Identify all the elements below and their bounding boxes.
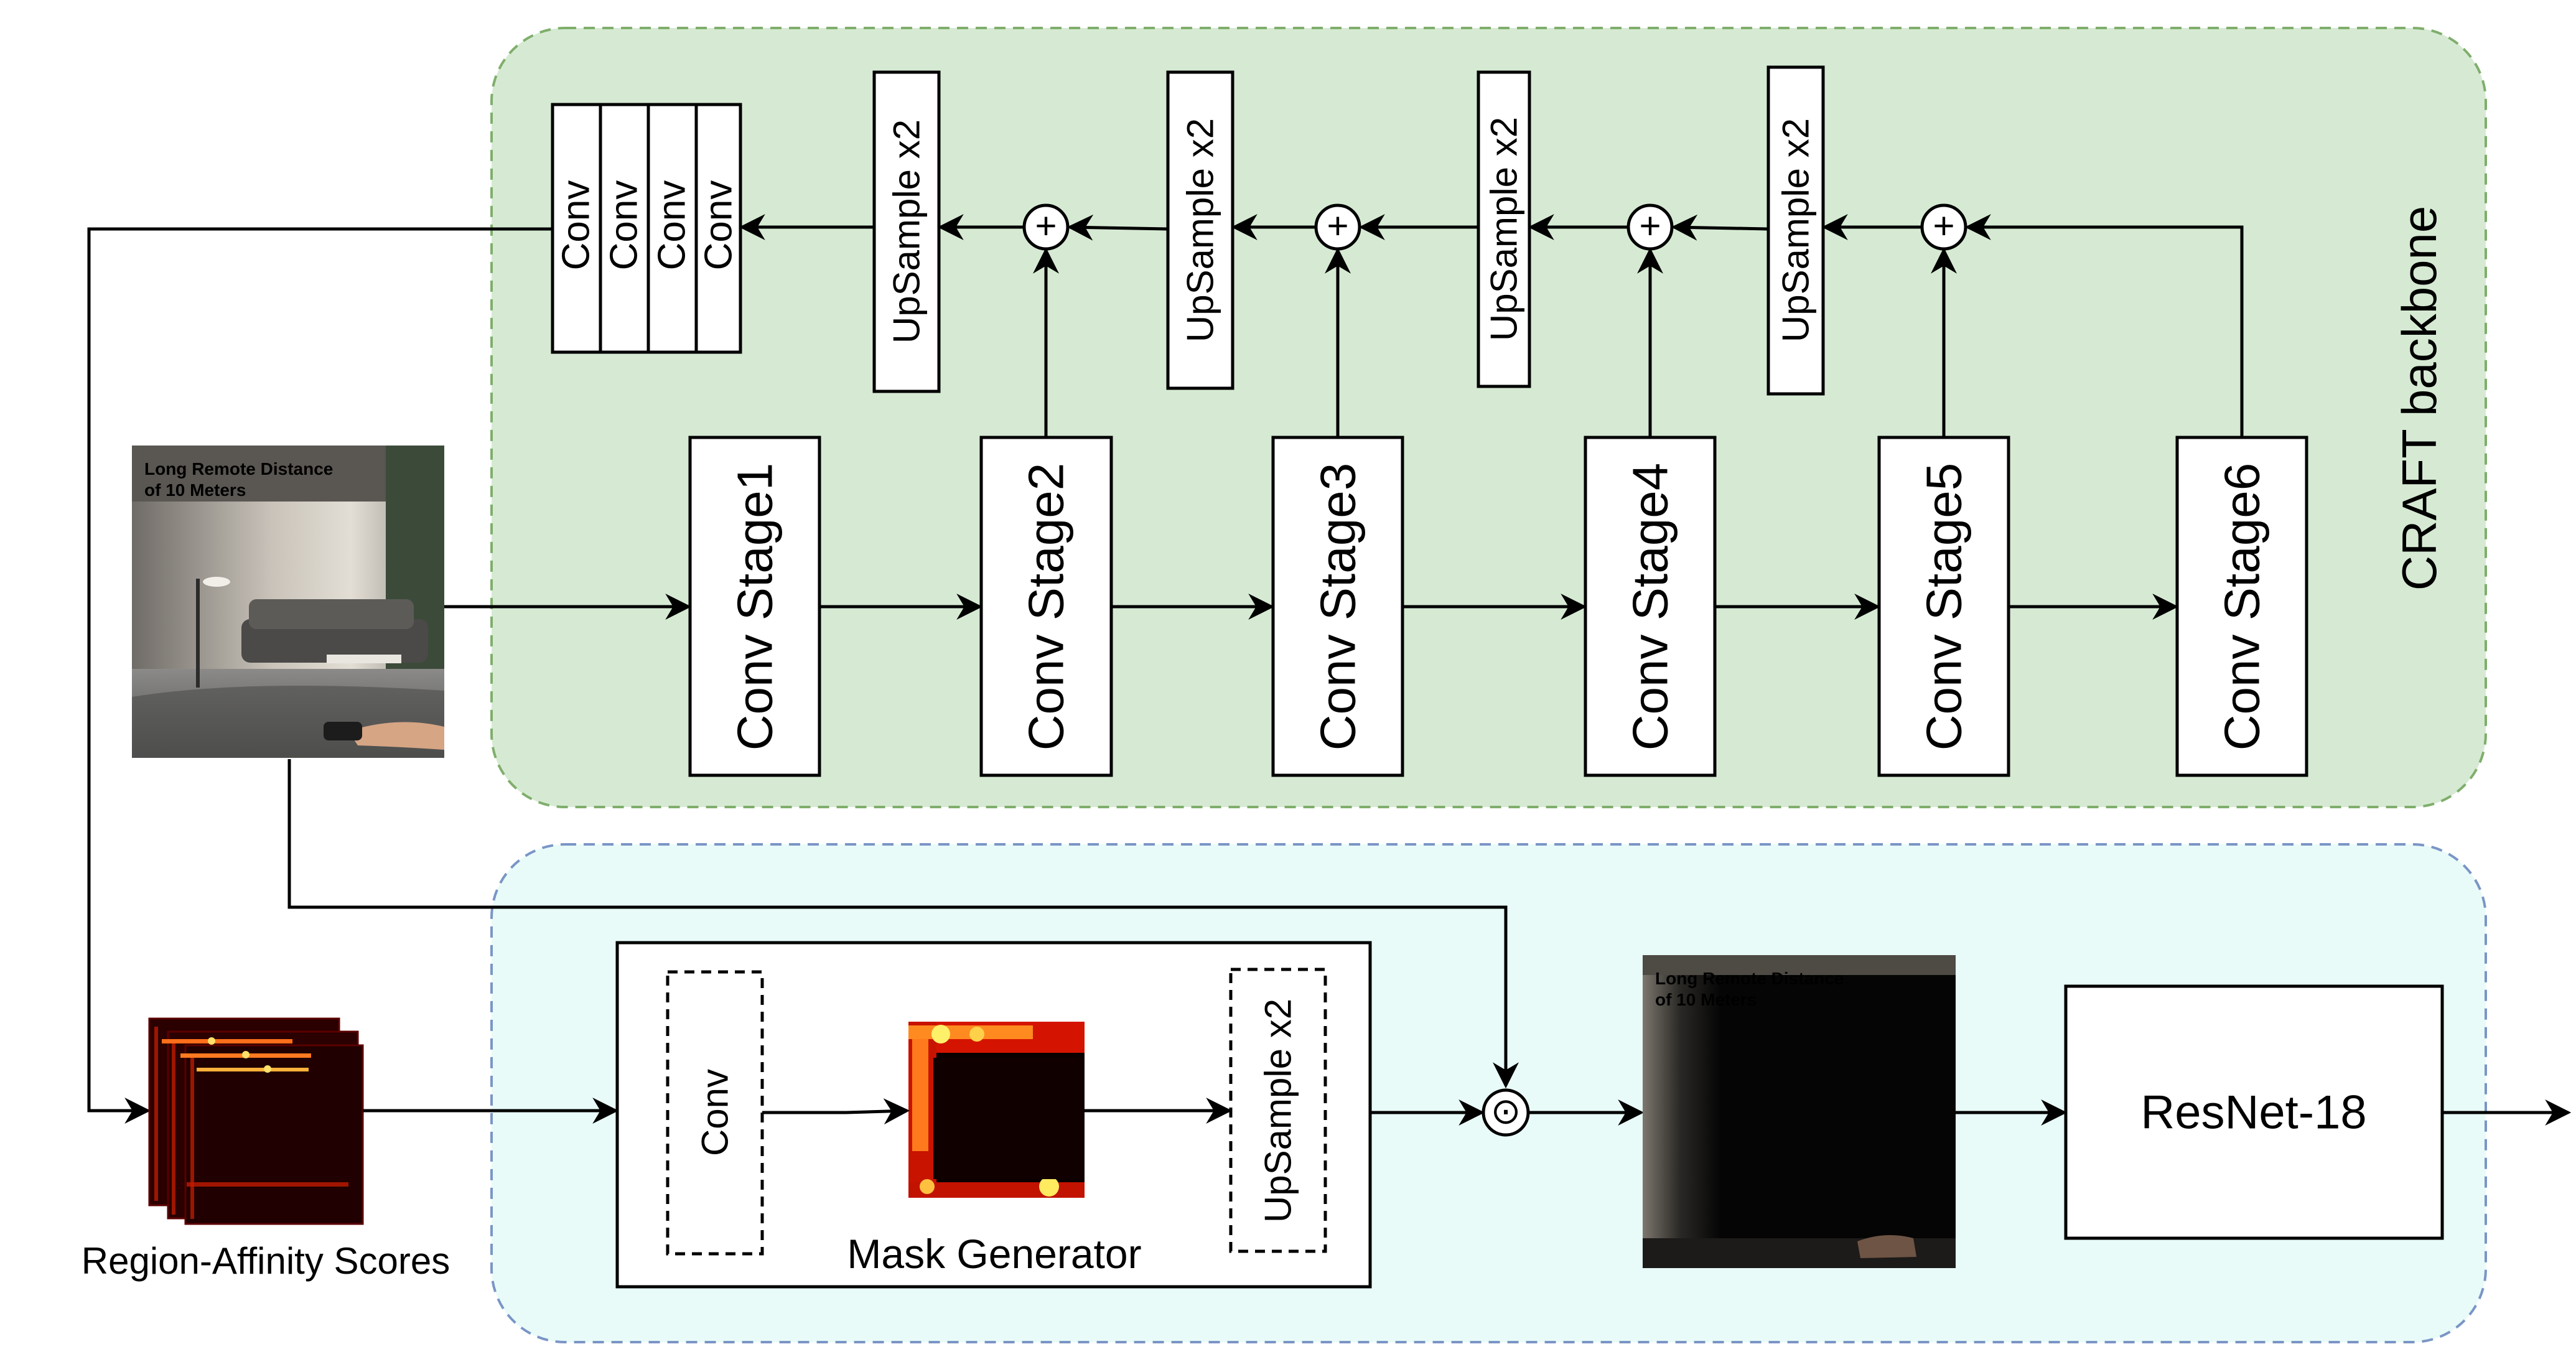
conv-stage-label: Conv Stage5 xyxy=(1916,463,1972,751)
conv-stage-5: Conv Stage5 xyxy=(1877,436,2010,777)
masked-image-caption-line1: Long Remote Distance xyxy=(1655,969,1844,988)
add-operator: + xyxy=(1639,205,1661,247)
masked-image: Long Remote Distance of 10 Meters xyxy=(1643,955,1956,1268)
mask-upsample-label: UpSample x2 xyxy=(1258,999,1299,1223)
masked-image-caption-line2: of 10 Meters xyxy=(1655,990,1757,1009)
resnet-18-block: ResNet-18 xyxy=(2064,984,2444,1240)
conv-stage-2: Conv Stage2 xyxy=(979,436,1113,777)
add-node-3: + xyxy=(1626,203,1674,251)
add-operator: + xyxy=(1035,205,1057,247)
input-image: Long Remote Distance of 10 Meters xyxy=(132,446,444,758)
conv-stage-label: Conv Stage3 xyxy=(1310,463,1366,751)
conv-stage-label: Conv Stage1 xyxy=(727,463,783,751)
upsample-block-2: UpSample x2 xyxy=(1166,70,1234,390)
backbone-connectors xyxy=(87,214,2244,1124)
score-maps-caption: Region-Affinity Scores xyxy=(82,1240,450,1282)
mask-generator: Conv UpSample x2 Mask Generator xyxy=(615,941,1372,1289)
conv-stage-label: Conv Stage4 xyxy=(1623,463,1678,751)
mask-conv-label: Conv xyxy=(694,1069,736,1156)
add-node-4: + xyxy=(1920,203,1967,251)
add-operator: + xyxy=(1933,205,1954,247)
conv-layer-label: Conv xyxy=(555,180,598,271)
add-node-2: + xyxy=(1314,203,1361,251)
upsample-label: UpSample x2 xyxy=(886,119,928,343)
upsample-label: UpSample x2 xyxy=(1775,118,1817,342)
region-affinity-score-maps: Region-Affinity Scores xyxy=(82,1017,450,1282)
multiply-node: ⊙ xyxy=(1482,1088,1530,1137)
conv-stage-4: Conv Stage4 xyxy=(1584,436,1717,777)
mask-heatmap xyxy=(908,1022,1085,1198)
conv-stage-label: Conv Stage2 xyxy=(1019,463,1074,751)
upsample-block-4: UpSample x2 xyxy=(1766,65,1825,396)
input-image-caption-line2: of 10 Meters xyxy=(144,480,246,500)
input-image-caption-line1: Long Remote Distance xyxy=(144,459,333,478)
conv-layer-label: Conv xyxy=(651,180,694,271)
multiply-operator: ⊙ xyxy=(1491,1091,1521,1132)
resnet-18-label: ResNet-18 xyxy=(2140,1086,2366,1139)
add-operator: + xyxy=(1327,205,1348,247)
conv-stage-label: Conv Stage6 xyxy=(2214,463,2270,751)
mask-conv-block xyxy=(666,970,764,1256)
upsample-block-1: UpSample x2 xyxy=(872,70,941,393)
conv-stage-3: Conv Stage3 xyxy=(1271,436,1404,777)
add-node-1: + xyxy=(1022,203,1070,251)
conv-stage-6: Conv Stage6 xyxy=(2175,436,2308,777)
conv-layer xyxy=(646,103,698,354)
conv-layer-label: Conv xyxy=(698,180,740,271)
conv-layer-label: Conv xyxy=(603,180,646,271)
conv-stack: Conv Conv Conv Conv xyxy=(551,103,742,354)
conv-stage-1: Conv Stage1 xyxy=(688,436,821,777)
upsample-label: UpSample x2 xyxy=(1180,118,1221,342)
craft-backbone-label: CRAFT backbone xyxy=(2392,206,2447,591)
upsample-block-3: UpSample x2 xyxy=(1477,70,1531,388)
upsample-label: UpSample x2 xyxy=(1483,117,1525,341)
mask-generator-title: Mask Generator xyxy=(847,1231,1141,1277)
mask-upsample-block xyxy=(1229,968,1327,1253)
